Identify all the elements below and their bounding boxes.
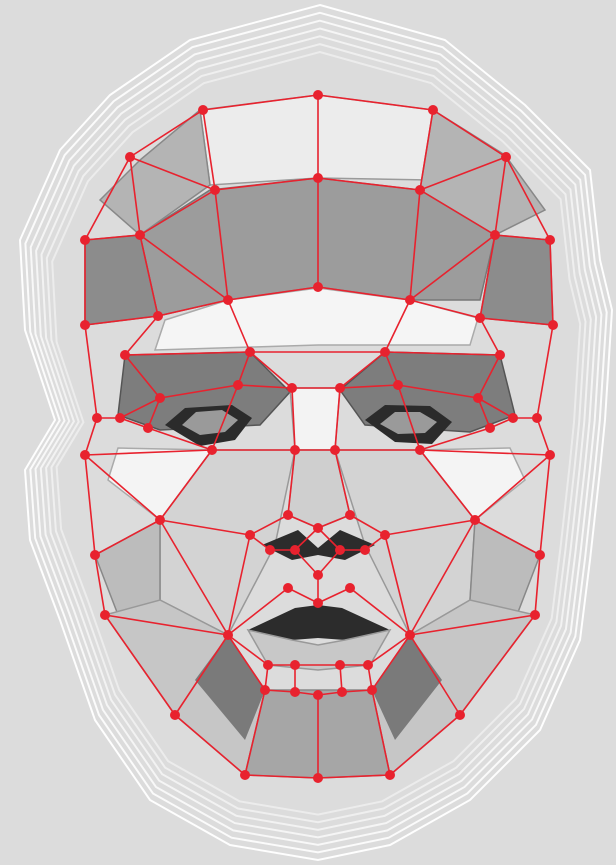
- mesh-node: [92, 413, 102, 423]
- mesh-node: [283, 583, 293, 593]
- mesh-node: [313, 773, 323, 783]
- mesh-node: [380, 347, 390, 357]
- mesh-node: [501, 152, 511, 162]
- mesh-node: [545, 235, 555, 245]
- mesh-node: [360, 545, 370, 555]
- mesh-node: [345, 583, 355, 593]
- mesh-node: [245, 347, 255, 357]
- mesh-node: [405, 630, 415, 640]
- mesh-node: [380, 530, 390, 540]
- mesh-node: [170, 710, 180, 720]
- mesh-node: [428, 105, 438, 115]
- mesh-node: [385, 770, 395, 780]
- mesh-node: [490, 230, 500, 240]
- mesh-node: [80, 235, 90, 245]
- mesh-node: [545, 450, 555, 460]
- mesh-node: [335, 660, 345, 670]
- mesh-node: [405, 295, 415, 305]
- mesh-node: [363, 660, 373, 670]
- mesh-node: [473, 393, 483, 403]
- mesh-node: [135, 230, 145, 240]
- mesh-node: [532, 413, 542, 423]
- mesh-node: [548, 320, 558, 330]
- mesh-node: [283, 510, 293, 520]
- mesh-node: [287, 383, 297, 393]
- mesh-node: [290, 687, 300, 697]
- mesh-node: [90, 550, 100, 560]
- mesh-node: [223, 630, 233, 640]
- mesh-node: [155, 393, 165, 403]
- mesh-node: [313, 90, 323, 100]
- mesh-node: [415, 185, 425, 195]
- mesh-node: [290, 545, 300, 555]
- mesh-node: [143, 423, 153, 433]
- mesh-node: [260, 685, 270, 695]
- mesh-node: [335, 383, 345, 393]
- mesh-node: [485, 423, 495, 433]
- mesh-node: [508, 413, 518, 423]
- mesh-node: [233, 380, 243, 390]
- mesh-node: [80, 320, 90, 330]
- mesh-node: [313, 282, 323, 292]
- mesh-node: [210, 185, 220, 195]
- mesh-node: [198, 105, 208, 115]
- mesh-node: [223, 295, 233, 305]
- mesh-node: [155, 515, 165, 525]
- mesh-node: [263, 660, 273, 670]
- mesh-node: [80, 450, 90, 460]
- mesh-node: [265, 545, 275, 555]
- mesh-node: [393, 380, 403, 390]
- mesh-node: [245, 530, 255, 540]
- mesh-node: [470, 515, 480, 525]
- mesh-node: [153, 311, 163, 321]
- mesh-node: [475, 313, 485, 323]
- mesh-node: [313, 173, 323, 183]
- mesh-node: [240, 770, 250, 780]
- mesh-node: [115, 413, 125, 423]
- mesh-node: [337, 687, 347, 697]
- mesh-node: [125, 152, 135, 162]
- mesh-node: [330, 445, 340, 455]
- mesh-node: [455, 710, 465, 720]
- mesh-node: [313, 598, 323, 608]
- mesh-node: [530, 610, 540, 620]
- mesh-node: [335, 545, 345, 555]
- mesh-node: [290, 660, 300, 670]
- mesh-node: [313, 523, 323, 533]
- mesh-node: [495, 350, 505, 360]
- mesh-node: [367, 685, 377, 695]
- mesh-node: [100, 610, 110, 620]
- mesh-node: [207, 445, 217, 455]
- mesh-node: [313, 690, 323, 700]
- mesh-node: [120, 350, 130, 360]
- mesh-node: [535, 550, 545, 560]
- mesh-node: [290, 445, 300, 455]
- mesh-node: [313, 570, 323, 580]
- mesh-node: [415, 445, 425, 455]
- mesh-node: [345, 510, 355, 520]
